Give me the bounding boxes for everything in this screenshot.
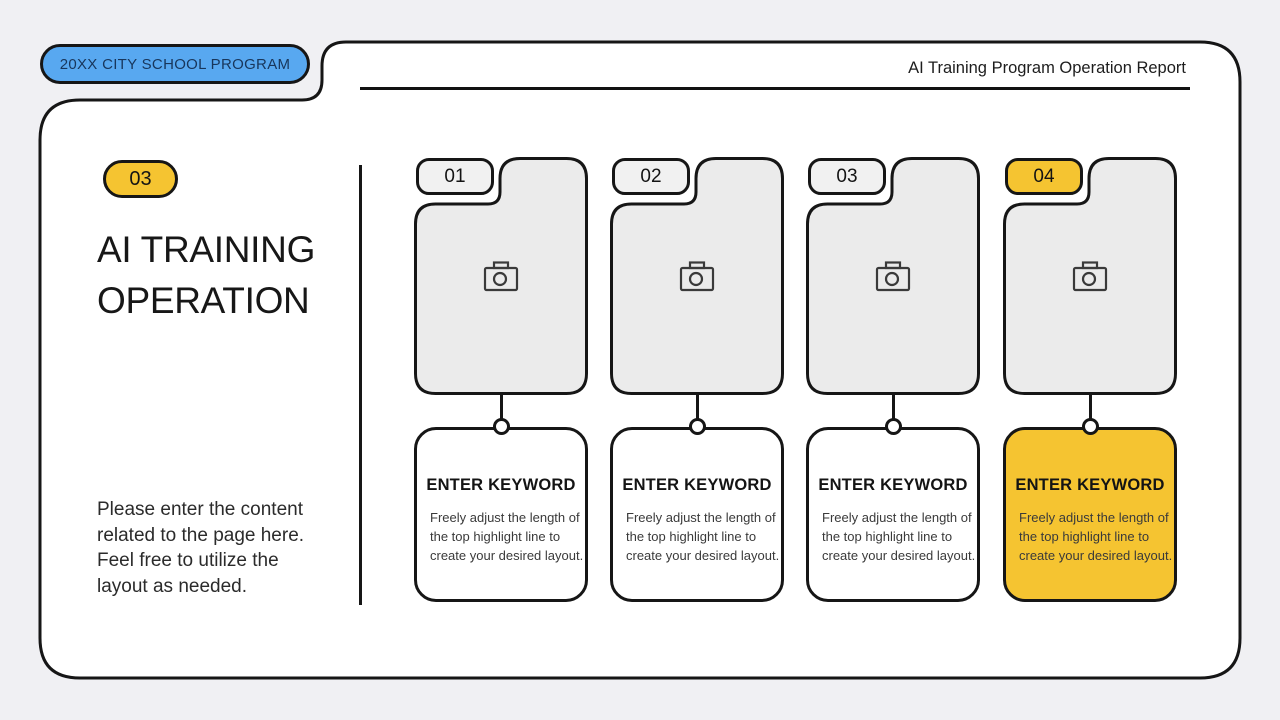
connector-line [1088,393,1092,423]
keyword-description-line: create your desired layout. [822,548,976,563]
page-description-line: Feel free to utilize the [97,550,279,571]
keyword-card: ENTER KEYWORD Freely adjust the length o… [414,427,588,602]
keyword-description: Freely adjust the length of the top high… [417,508,585,565]
keyword-description: Freely adjust the length of the top high… [613,508,781,565]
page-title-line: OPERATION [97,280,310,321]
keyword-card: ENTER KEYWORD Freely adjust the length o… [806,427,980,602]
keyword-description-line: create your desired layout. [1019,548,1173,563]
keyword-description-line: the top highlight line to [430,529,561,544]
connector-node [688,418,706,435]
page-description-line: Please enter the content [97,499,303,520]
step-column-04: 04 ENTER KEYWORD Freely adjust the lengt… [1003,157,1177,604]
page-description-line: layout as needed. [97,575,248,597]
step-number-tab: 04 [1005,158,1083,195]
keyword-description-line: create your desired layout. [626,548,780,563]
keyword-description-line: create your desired layout. [430,548,584,563]
image-placeholder-card [1003,157,1177,395]
step-column-01: 01 ENTER KEYWORD Freely adjust the lengt… [414,157,588,604]
keyword-description-line: Freely adjust the length of [626,510,776,525]
connector-line [695,393,699,423]
page-title: AI TRAINING OPERATION [97,224,315,326]
keyword-card: ENTER KEYWORD Freely adjust the length o… [1003,427,1177,602]
keyword-description: Freely adjust the length of the top high… [809,508,977,565]
camera-icon [483,261,519,292]
image-placeholder-card [610,157,784,395]
keyword-description: Freely adjust the length of the top high… [1006,508,1174,565]
keyword-description-line: Freely adjust the length of [430,510,580,525]
step-number-tab: 03 [808,158,886,195]
image-placeholder-card [414,157,588,395]
step-number: 02 [640,165,662,187]
keyword-description-line: Freely adjust the length of [1019,510,1169,525]
connector-line [499,393,503,423]
header-divider-line [360,87,1190,90]
keyword-card: ENTER KEYWORD Freely adjust the length o… [610,427,784,602]
program-badge-label: 20XX CITY SCHOOL PROGRAM [59,55,291,73]
keyword-description-line: the top highlight line to [626,529,757,544]
step-number-tab: 02 [612,158,690,195]
connector-node [884,418,902,435]
keyword-description-line: the top highlight line to [822,529,953,544]
step-number: 04 [1033,165,1055,187]
connector-node [492,418,510,435]
image-placeholder-card [806,157,980,395]
section-number: 03 [129,167,152,190]
step-number-tab: 01 [416,158,494,195]
camera-icon [679,261,715,292]
vertical-divider [359,165,362,605]
page-description: Please enter the content related to the … [97,497,304,599]
step-column-02: 02 ENTER KEYWORD Freely adjust the lengt… [610,157,784,604]
keyword-description-line: Freely adjust the length of [822,510,972,525]
page-title-line: AI TRAINING [97,229,316,270]
keyword-description-line: the top highlight line to [1019,529,1150,544]
camera-icon [875,261,911,292]
keyword-title: ENTER KEYWORD [426,476,576,494]
step-column-03: 03 ENTER KEYWORD Freely adjust the lengt… [806,157,980,604]
keyword-title: ENTER KEYWORD [622,476,772,494]
report-title: AI Training Program Operation Report [908,59,1186,77]
camera-icon [1072,261,1108,292]
keyword-title: ENTER KEYWORD [1015,476,1165,494]
section-number-badge: 03 [103,160,178,198]
keyword-title: ENTER KEYWORD [818,476,968,494]
step-number: 03 [836,165,858,187]
step-number: 01 [444,165,466,187]
connector-line [891,393,895,423]
page-description-line: related to the page here. [97,524,305,546]
connector-node [1081,418,1099,435]
program-badge: 20XX CITY SCHOOL PROGRAM [40,44,310,84]
